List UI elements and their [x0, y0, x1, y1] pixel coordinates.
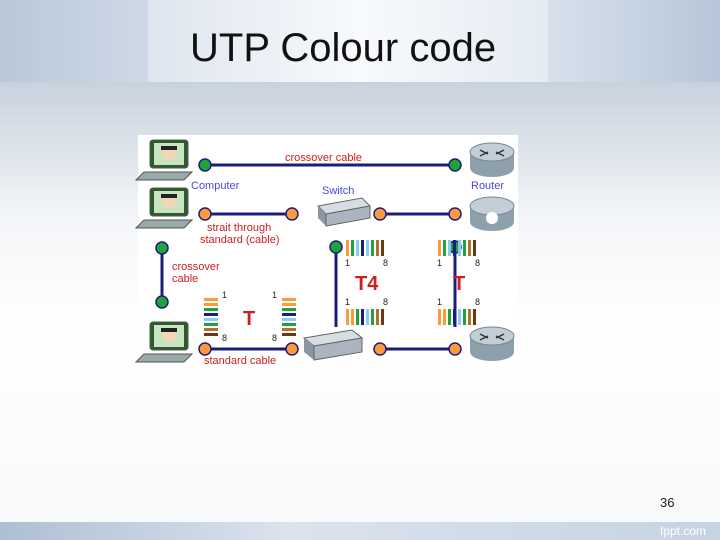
node-orange: [448, 207, 462, 221]
crossover-left-label: crossover: [172, 261, 220, 273]
node-green: [155, 241, 169, 255]
switch-icon-bottom: [302, 329, 364, 361]
computer-icon-bottom: [134, 321, 194, 363]
pin-1: 1: [437, 297, 442, 307]
page-number: 36: [660, 495, 675, 510]
switch-icon-top: [316, 197, 372, 227]
pin-8: 8: [475, 297, 480, 307]
strait-through-label: strait through: [207, 222, 271, 234]
t4-label: T4: [355, 273, 379, 295]
t-label-right: T: [453, 273, 465, 295]
t-label-left: T: [243, 308, 255, 330]
pin-1: 1: [345, 297, 350, 307]
wire-strip-t4-top: [346, 240, 384, 256]
wire-strip-t4-bottom: [346, 309, 384, 325]
router-label: Router: [471, 180, 504, 192]
node-orange: [285, 342, 299, 356]
brand-watermark: fppt.com: [660, 524, 707, 538]
node-green: [155, 295, 169, 309]
computer-icon-middle: [134, 187, 194, 229]
node-orange: [198, 342, 212, 356]
standard-cable-label: standard cable: [204, 355, 276, 367]
node-orange: [448, 342, 462, 356]
router-icon-bottom: [469, 326, 515, 361]
node-orange: [373, 342, 387, 356]
wire-strip-t-top: [438, 240, 476, 256]
wire-strip-t-bottom: [438, 309, 476, 325]
switch-label: Switch: [322, 185, 354, 197]
computer-icon-top: [134, 139, 194, 181]
title-band: [148, 0, 548, 82]
computer-label: Computer: [191, 180, 240, 192]
pin-8: 8: [475, 258, 480, 268]
pin-1: 1: [437, 258, 442, 268]
node-orange: [285, 207, 299, 221]
wire-strip-left-b: [282, 298, 296, 336]
pin-8: 8: [383, 258, 388, 268]
pin-labels: 1 8 1 8 1 8 1 8 1 1 8 8: [222, 258, 480, 343]
router-icon-top: [469, 142, 515, 177]
crossover-cable-label: crossover cable: [285, 152, 362, 164]
pin-1: 1: [345, 258, 350, 268]
crossover-left-label-2: cable: [172, 273, 198, 285]
node-orange: [198, 207, 212, 221]
node-green: [448, 158, 462, 172]
pin-8: 8: [383, 297, 388, 307]
title-bar: UTP Colour code: [0, 0, 720, 82]
pin-8: 8: [222, 333, 227, 343]
pin-1: 1: [222, 290, 227, 300]
wire-strip-left-a: [204, 298, 218, 336]
slide-title: UTP Colour code: [190, 26, 497, 70]
footer-bar: [0, 522, 720, 540]
router-icon-middle: [469, 196, 515, 231]
pin-1: 1: [272, 290, 277, 300]
standard-cable-label-top: standard (cable): [200, 234, 280, 246]
node-orange: [373, 207, 387, 221]
node-green: [198, 158, 212, 172]
node-green: [329, 240, 343, 254]
pin-8: 8: [272, 333, 277, 343]
